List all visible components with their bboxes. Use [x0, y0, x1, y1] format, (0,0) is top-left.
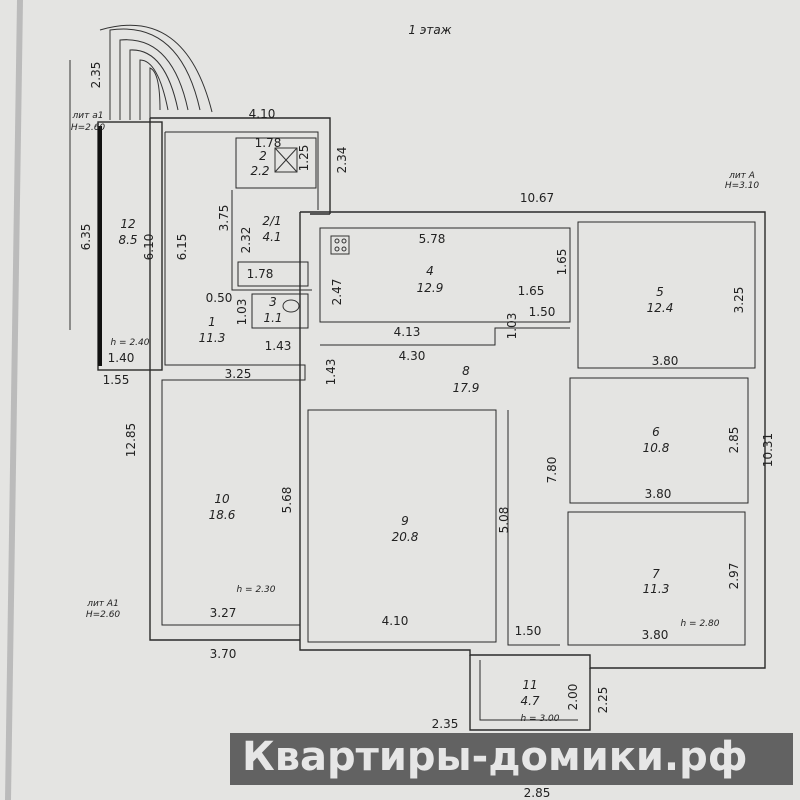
dimension-label: 4.10: [249, 107, 276, 121]
building-height: H=2.60: [86, 610, 121, 620]
room-area: 11.3: [199, 331, 226, 345]
room-area: 2.2: [250, 164, 269, 178]
room-number: 5: [656, 285, 664, 299]
dimension-label: 1.50: [529, 305, 556, 319]
ceiling-height: h = 3.00: [520, 714, 559, 724]
dimension-label: 2.85: [727, 427, 741, 454]
dimension-label: 1.43: [324, 359, 338, 386]
toilet-icon: [282, 299, 300, 313]
dimension-label: 12.85: [124, 423, 138, 457]
room-area: 12.9: [417, 281, 444, 295]
stove-icon: [330, 235, 350, 255]
room-area: 8.5: [118, 233, 137, 247]
dimension-label: 3.25: [732, 287, 746, 314]
ceiling-height: h = 2.40: [110, 338, 149, 348]
building-height: H=3.10: [725, 181, 760, 191]
wall-room-11: [469, 655, 591, 731]
room-number: 4: [426, 264, 434, 278]
building-label: лит А1: [86, 599, 119, 609]
dimension-label: 5.68: [280, 487, 294, 514]
dimension-label: 3.25: [225, 367, 252, 381]
dimension-label: 3.80: [642, 628, 669, 642]
dimension-label: 2.32: [239, 227, 253, 254]
dimension-label: 1.65: [555, 249, 569, 276]
room-number: 6: [652, 425, 660, 439]
room-area: 20.8: [392, 530, 419, 544]
room-number: 8: [462, 364, 470, 378]
page-edge: [5, 0, 23, 800]
dimension-label: 2.85: [524, 786, 551, 800]
dimension-label: 4.10: [382, 614, 409, 628]
dimension-label: 2.34: [335, 147, 349, 174]
room-area: 4.7: [520, 694, 539, 708]
room-area: 1.1: [263, 311, 282, 325]
dimension-label: 3.80: [652, 354, 679, 368]
room-number: 12: [120, 217, 135, 231]
room-number: 10: [214, 492, 230, 506]
dimension-label: 1.25: [297, 145, 311, 172]
dimension-label: 1.40: [108, 351, 135, 365]
dimension-label: 5.08: [497, 507, 511, 534]
room-area: 4.1: [262, 230, 281, 244]
watermark-banner: Квартиры-домики.рф: [230, 733, 793, 785]
room-area: 17.9: [453, 381, 480, 395]
dimension-label: 1.78: [255, 136, 282, 150]
dimension-label: 10.31: [761, 433, 775, 467]
dimension-label: 1.55: [103, 373, 130, 387]
dimension-label: 3.70: [210, 647, 237, 661]
wall-room-12: [97, 121, 163, 371]
dimension-label: 1.43: [265, 339, 292, 353]
dimension-label: 2.00: [566, 684, 580, 711]
room-area: 10.8: [643, 441, 670, 455]
building-label: лит а1: [72, 111, 104, 121]
building-height: H=2.60: [71, 123, 106, 133]
dimension-label: 2.35: [432, 717, 459, 731]
room-number: 9: [401, 514, 409, 528]
dimension-label: 6.10: [142, 234, 156, 261]
room-number: 3: [269, 295, 277, 309]
dimension-label: 2.47: [330, 279, 344, 306]
dimension-label: 2.25: [596, 687, 610, 714]
dimension-label: 4.13: [394, 325, 421, 339]
room-number: 7: [652, 567, 660, 581]
dimension-label: 4.30: [399, 349, 426, 363]
dimension-label: 3.80: [645, 487, 672, 501]
ventilation-icon: [274, 147, 298, 173]
room-number: 1: [208, 315, 216, 329]
dimension-label: 2.97: [727, 563, 741, 590]
dimension-label: 5.78: [419, 232, 446, 246]
room-number: 2/1: [262, 214, 281, 228]
room-area: 11.3: [643, 582, 670, 596]
dimension-label: 7.80: [545, 457, 559, 484]
room-area: 18.6: [209, 508, 236, 522]
wall-main-house: [299, 211, 766, 669]
dimension-label: 10.67: [520, 191, 554, 205]
stairs-arc: [99, 24, 213, 120]
dimension-label: 2.35: [89, 62, 103, 89]
dimension-label: 1.03: [235, 299, 249, 326]
wall-left-block: [149, 117, 331, 641]
dimension-label: 1.65: [518, 284, 545, 298]
dimension-label: 6.35: [79, 224, 93, 251]
dimension-label: 3.75: [217, 205, 231, 232]
dimension-label: 1.50: [515, 624, 542, 638]
dimension-label: 6.15: [175, 234, 189, 261]
building-label: лит А: [728, 171, 755, 181]
room-number: 2: [259, 149, 267, 163]
ceiling-height: h = 2.80: [680, 619, 719, 629]
dimension-label: 1.03: [505, 313, 519, 340]
room-number: 11: [522, 678, 537, 692]
dimension-label: 0.50: [206, 291, 233, 305]
dimension-label: 1.78: [247, 267, 274, 281]
watermark-text: Квартиры-домики.рф: [242, 734, 748, 780]
floor-title: 1 этаж: [408, 23, 451, 37]
ceiling-height: h = 2.30: [236, 585, 275, 595]
room-area: 12.4: [647, 301, 674, 315]
dimension-label: 3.27: [210, 606, 237, 620]
